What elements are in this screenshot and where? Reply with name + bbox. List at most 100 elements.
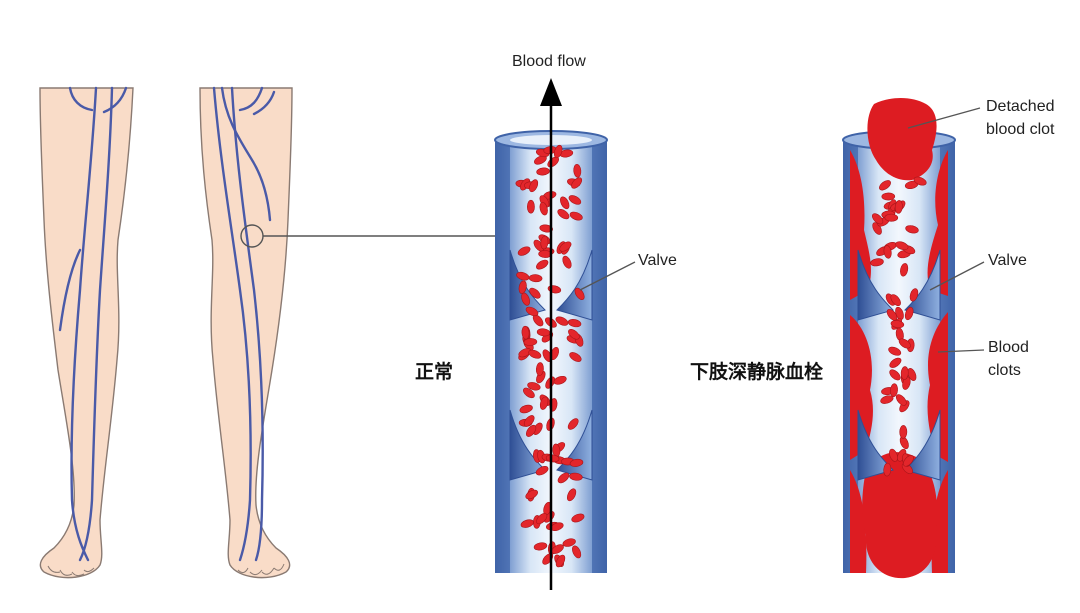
blood-cell — [536, 513, 548, 525]
blood-cell — [555, 316, 569, 326]
blood-cell — [557, 208, 570, 220]
blood-cell — [895, 241, 909, 251]
detached-clot — [867, 98, 937, 181]
blood-cell — [889, 357, 902, 368]
valve-leader-normal — [579, 261, 636, 291]
blood-cell — [562, 538, 576, 547]
blood-cell — [895, 394, 907, 406]
blood-cell — [569, 352, 582, 362]
blood-clots-label-line2: clots — [988, 362, 1021, 379]
blood-cell — [525, 424, 537, 437]
blood-cell — [883, 462, 892, 477]
blood-cell — [894, 200, 903, 214]
detached-clot-leader — [907, 107, 981, 129]
blood-cell — [913, 176, 927, 186]
blood-cell — [890, 320, 905, 329]
blood-cell — [902, 376, 911, 390]
legs-illustration — [39, 86, 500, 579]
blood-cell — [871, 213, 884, 225]
blood-cell — [553, 144, 563, 159]
blood-cell — [870, 258, 884, 267]
blood-cell — [568, 195, 582, 205]
blood-cell — [545, 454, 560, 463]
blood-cell — [890, 383, 898, 397]
blood-cell — [880, 395, 894, 404]
blood-clots — [850, 150, 948, 579]
dvt-caption: 下肢深静脉血栓 — [690, 360, 823, 383]
blood-cell — [889, 369, 901, 381]
blood-cell — [568, 328, 580, 340]
blood-cell — [898, 338, 911, 349]
blood-cell — [528, 274, 543, 283]
blood-cell — [528, 349, 542, 359]
blood-cell — [890, 294, 901, 306]
blood-cell — [538, 250, 552, 258]
blood-cell — [562, 255, 572, 269]
blood-cell — [899, 425, 908, 439]
blood-cell — [559, 241, 572, 252]
blood-cell — [905, 225, 919, 234]
left-leg — [39, 87, 134, 579]
blood-cell — [569, 458, 584, 467]
blood-cell — [900, 263, 909, 277]
blood-cell — [884, 213, 899, 222]
dvt-vein-cross-section — [842, 98, 956, 579]
valve-label-normal: Valve — [638, 252, 677, 269]
blood-cell — [523, 387, 535, 399]
normal-caption: 正常 — [415, 360, 453, 383]
blood-cell — [569, 472, 583, 481]
blood-cell — [523, 338, 538, 346]
blood-clots-leader — [937, 349, 985, 353]
blood-cell — [909, 288, 919, 302]
bottom-clot-mass — [862, 452, 938, 579]
blood-cell — [540, 235, 549, 250]
blood-cell — [520, 519, 534, 528]
blood-cell — [536, 167, 550, 176]
blood-cell — [883, 245, 892, 259]
blood-cell — [571, 513, 585, 523]
normal-vein-cross-section — [494, 78, 608, 590]
blood-cell — [879, 180, 891, 191]
blood-cell — [553, 375, 567, 385]
blood-cell — [889, 448, 898, 462]
blood-cell — [904, 306, 914, 321]
blood-cell — [560, 196, 570, 210]
blood-cell — [569, 211, 583, 221]
blood-cell — [555, 554, 566, 568]
blood-cell — [518, 280, 527, 294]
blood-cell — [881, 192, 896, 201]
blood-cell — [529, 287, 541, 299]
blood-cell — [888, 346, 902, 356]
blood-cell — [567, 418, 579, 430]
blood-cell — [903, 455, 914, 467]
blood-cell — [523, 415, 535, 427]
blood-cell — [539, 396, 549, 410]
detached-clot-label-line2: blood clot — [986, 121, 1055, 138]
blood-cell — [529, 179, 539, 193]
blood-cell — [517, 246, 531, 256]
valve-label-dvt: Valve — [988, 252, 1027, 269]
blood-cell — [525, 489, 538, 500]
blood-cell — [539, 224, 553, 233]
blood-cell — [573, 164, 582, 178]
normal-blood-cells — [515, 144, 585, 568]
blood-cell — [571, 177, 583, 189]
blood-cell — [557, 472, 570, 484]
valve-leader-dvt — [929, 261, 985, 291]
blood-cell — [533, 542, 548, 551]
blood-cell — [535, 466, 549, 476]
blood-cell — [567, 319, 582, 328]
blood-cell — [519, 404, 533, 414]
blood-cell — [534, 155, 547, 165]
blood-cell — [572, 545, 582, 559]
blood-cell — [527, 382, 541, 391]
blood-flow-arrowhead — [540, 78, 562, 106]
blood-flow-label: Blood flow — [512, 53, 586, 70]
dvt-valves — [857, 249, 941, 481]
blood-cell — [566, 488, 577, 502]
blood-cell — [527, 199, 535, 214]
blood-cell — [525, 306, 539, 317]
dvt-blood-cells — [870, 176, 927, 477]
blood-cell — [574, 287, 585, 300]
